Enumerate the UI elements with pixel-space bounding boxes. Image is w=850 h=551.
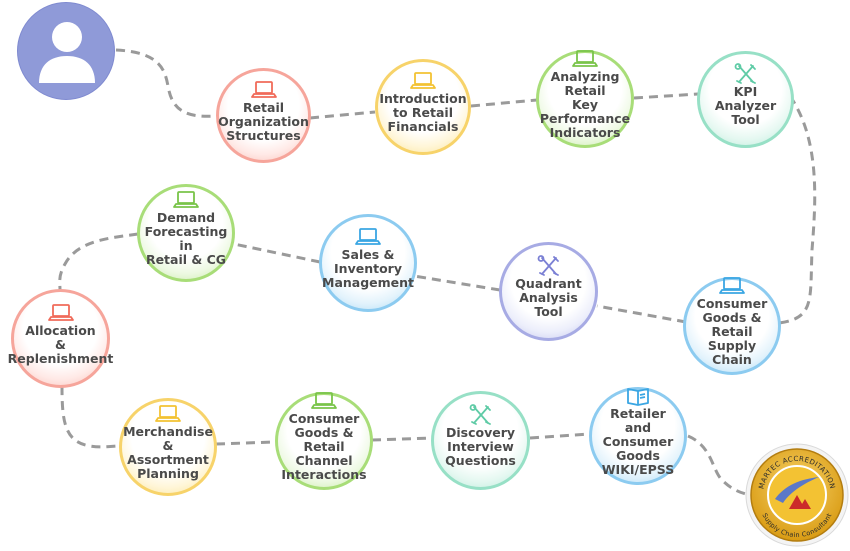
laptop-icon xyxy=(354,226,382,246)
node-label: Consumer Goods & Retail Supply Chain xyxy=(696,296,768,367)
connector-avatar-to-retail-org xyxy=(115,48,217,118)
node-label: Introduction to Retail Financials xyxy=(379,91,467,134)
connector-demand-to-allocation xyxy=(58,232,139,291)
node-label: Allocation & Replenishment xyxy=(7,322,114,366)
node-cg-retail-channel[interactable]: Consumer Goods & Retail Channel Interact… xyxy=(275,392,373,490)
connector-allocation-to-merch xyxy=(60,385,121,449)
laptop-icon xyxy=(718,275,746,295)
tools-icon xyxy=(467,403,495,425)
node-label: Retail Organization Structures xyxy=(218,99,309,143)
connector-supply-chain-to-quadrant xyxy=(596,304,687,324)
connector-channel-to-discovery xyxy=(371,436,433,442)
laptop-icon xyxy=(409,70,437,90)
node-label: Merchandise & Assortment Planning xyxy=(123,424,213,481)
laptop-icon xyxy=(250,79,278,99)
node-sales-inventory-mgmt[interactable]: Sales & Inventory Management xyxy=(319,214,417,312)
user-icon xyxy=(39,22,95,83)
tools-icon xyxy=(732,62,760,84)
book-icon xyxy=(624,385,652,406)
node-quadrant-analysis-tool[interactable]: Quadrant Analysis Tool xyxy=(499,242,598,341)
node-demand-forecasting[interactable]: Demand Forecasting in Retail & CG xyxy=(137,184,235,282)
node-label: Retailer and Consumer Goods WIKI/EPSS xyxy=(601,406,675,477)
node-analyzing-retail-kpi[interactable]: Analyzing Retail Key Performance Indicat… xyxy=(536,50,634,148)
node-retailer-cg-wiki[interactable]: Retailer and Consumer Goods WIKI/EPSS xyxy=(589,387,687,485)
connector-quadrant-to-sales xyxy=(413,274,501,292)
connector-kpi-to-tool xyxy=(633,92,699,100)
laptop-icon xyxy=(571,48,599,68)
node-allocation-replenishment[interactable]: Allocation & Replenishment xyxy=(8,289,113,388)
tools-icon xyxy=(535,254,563,276)
node-merch-assortment-planning[interactable]: Merchandise & Assortment Planning xyxy=(119,398,217,496)
connector-sales-to-demand xyxy=(233,242,321,264)
connector-wiki-to-badge xyxy=(687,434,747,496)
connector-discovery-to-wiki xyxy=(529,432,591,440)
node-retail-org-structures[interactable]: Retail Organization Structures xyxy=(216,68,311,163)
connector-retail-org-to-intro xyxy=(309,110,376,120)
node-kpi-analyzer-tool[interactable]: KPI Analyzer Tool xyxy=(697,51,794,148)
laptop-icon xyxy=(172,189,200,209)
connector-merch-to-channel xyxy=(215,440,276,446)
node-label: Quadrant Analysis Tool xyxy=(515,275,582,319)
badge-logo-icon xyxy=(775,477,819,509)
node-intro-retail-financials[interactable]: Introduction to Retail Financials xyxy=(375,59,471,155)
node-label: Discovery Interview Questions xyxy=(445,424,516,468)
node-label: KPI Analyzer Tool xyxy=(714,83,777,127)
user-avatar[interactable] xyxy=(17,2,115,100)
accreditation-badge[interactable]: MARTEC ACCREDITATION Supply Chain Consul… xyxy=(745,443,849,547)
node-label: Sales & Inventory Management xyxy=(322,247,415,290)
node-discovery-interview[interactable]: Discovery Interview Questions xyxy=(431,391,530,490)
node-label: Analyzing Retail Key Performance Indicat… xyxy=(539,69,631,140)
connector-tool-to-supply-chain xyxy=(778,95,817,325)
laptop-icon xyxy=(310,390,338,410)
laptop-icon xyxy=(154,403,182,423)
laptop-icon xyxy=(47,302,75,322)
node-label: Consumer Goods & Retail Channel Interact… xyxy=(281,411,367,482)
connector-intro-to-kpi xyxy=(470,98,538,108)
node-cg-retail-supply-chain[interactable]: Consumer Goods & Retail Supply Chain xyxy=(683,277,781,375)
node-label: Demand Forecasting in Retail & CG xyxy=(144,210,228,267)
